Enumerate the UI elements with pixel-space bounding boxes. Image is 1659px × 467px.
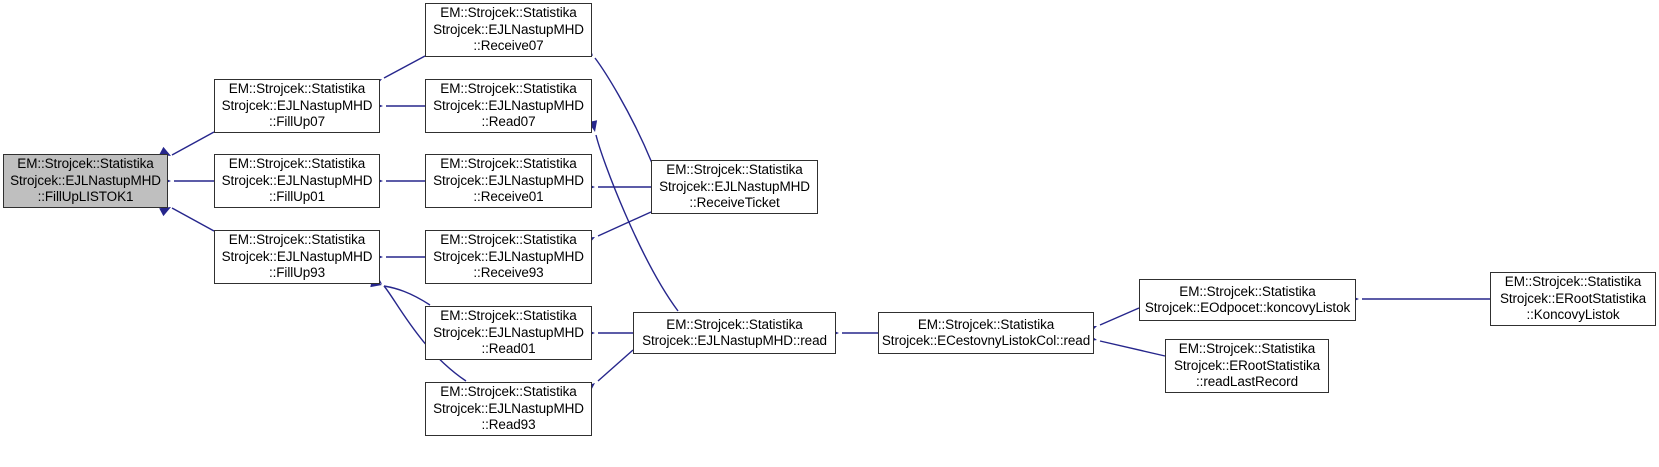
graph-node-label: EM::Strojcek::Statistika Strojcek::EJLNa… [221, 81, 373, 130]
graph-node-jlRead[interactable]: EM::Strojcek::Statistika Strojcek::EJLNa… [633, 312, 836, 354]
graph-edge-jlRead-to-read07 [588, 120, 679, 312]
graph-node-receiveTicket[interactable]: EM::Strojcek::Statistika Strojcek::EJLNa… [651, 160, 818, 214]
graph-node-odpocetKoncovy[interactable]: EM::Strojcek::Statistika Strojcek::EOdpo… [1139, 279, 1356, 321]
graph-node-receive01[interactable]: EM::Strojcek::Statistika Strojcek::EJLNa… [425, 154, 592, 208]
graph-edge-receiveTicket-to-receive07 [582, 44, 653, 164]
graph-node-label: EM::Strojcek::Statistika Strojcek::ECest… [881, 316, 1091, 348]
graph-node-label: EM::Strojcek::Statistika Strojcek::EJLNa… [433, 308, 584, 357]
graph-node-label: EM::Strojcek::Statistika Strojcek::ERoot… [1499, 274, 1647, 323]
graph-node-fillup07[interactable]: EM::Strojcek::Statistika Strojcek::EJLNa… [214, 79, 380, 133]
graph-node-label: EM::Strojcek::Statistika Strojcek::ERoot… [1173, 341, 1321, 390]
graph-edge-receiveTicket-to-receive01 [584, 182, 651, 192]
graph-edge-receiveTicket-to-receive93 [583, 211, 652, 247]
graph-node-rootReadLast[interactable]: EM::Strojcek::Statistika Strojcek::ERoot… [1165, 339, 1329, 393]
graph-node-label: EM::Strojcek::Statistika Strojcek::EJLNa… [221, 232, 373, 281]
graph-node-label: EM::Strojcek::Statistika Strojcek::EJLNa… [433, 384, 584, 433]
graph-edge-rootReadLast-to-cestovnyRead [1085, 333, 1166, 357]
graph-node-read07[interactable]: EM::Strojcek::Statistika Strojcek::EJLNa… [425, 79, 592, 133]
graph-edge-fillup01-to-fillupListok1 [160, 176, 214, 186]
graph-node-fillup93[interactable]: EM::Strojcek::Statistika Strojcek::EJLNa… [214, 230, 380, 284]
graph-node-label: EM::Strojcek::Statistika Strojcek::EJLNa… [221, 156, 373, 205]
graph-node-rootKoncovy[interactable]: EM::Strojcek::Statistika Strojcek::ERoot… [1490, 272, 1656, 326]
graph-node-read93[interactable]: EM::Strojcek::Statistika Strojcek::EJLNa… [425, 382, 592, 436]
graph-node-label: EM::Strojcek::Statistika Strojcek::EJLNa… [433, 5, 584, 54]
graph-node-label: EM::Strojcek::Statistika Strojcek::EJLNa… [433, 156, 584, 205]
graph-node-label: EM::Strojcek::Statistika Strojcek::EJLNa… [10, 156, 161, 205]
graph-node-label: EM::Strojcek::Statistika Strojcek::EJLNa… [433, 232, 584, 281]
graph-edge-rootKoncovy-to-odpocetKoncovy [1348, 294, 1490, 304]
graph-node-label: EM::Strojcek::Statistika Strojcek::EOdpo… [1144, 283, 1351, 315]
graph-node-receive93[interactable]: EM::Strojcek::Statistika Strojcek::EJLNa… [425, 230, 592, 284]
graph-node-cestovnyRead[interactable]: EM::Strojcek::Statistika Strojcek::ECest… [878, 312, 1094, 354]
graph-node-read01[interactable]: EM::Strojcek::Statistika Strojcek::EJLNa… [425, 306, 592, 360]
graph-node-fillup01[interactable]: EM::Strojcek::Statistika Strojcek::EJLNa… [214, 154, 380, 208]
graph-node-receive07[interactable]: EM::Strojcek::Statistika Strojcek::EJLNa… [425, 3, 592, 57]
graph-node-label: EM::Strojcek::Statistika Strojcek::EJLNa… [642, 316, 827, 348]
graph-node-label: EM::Strojcek::Statistika Strojcek::EJLNa… [433, 81, 584, 130]
graph-node-label: EM::Strojcek::Statistika Strojcek::EJLNa… [659, 162, 810, 211]
graph-node-fillupListok1[interactable]: EM::Strojcek::Statistika Strojcek::EJLNa… [3, 154, 168, 208]
